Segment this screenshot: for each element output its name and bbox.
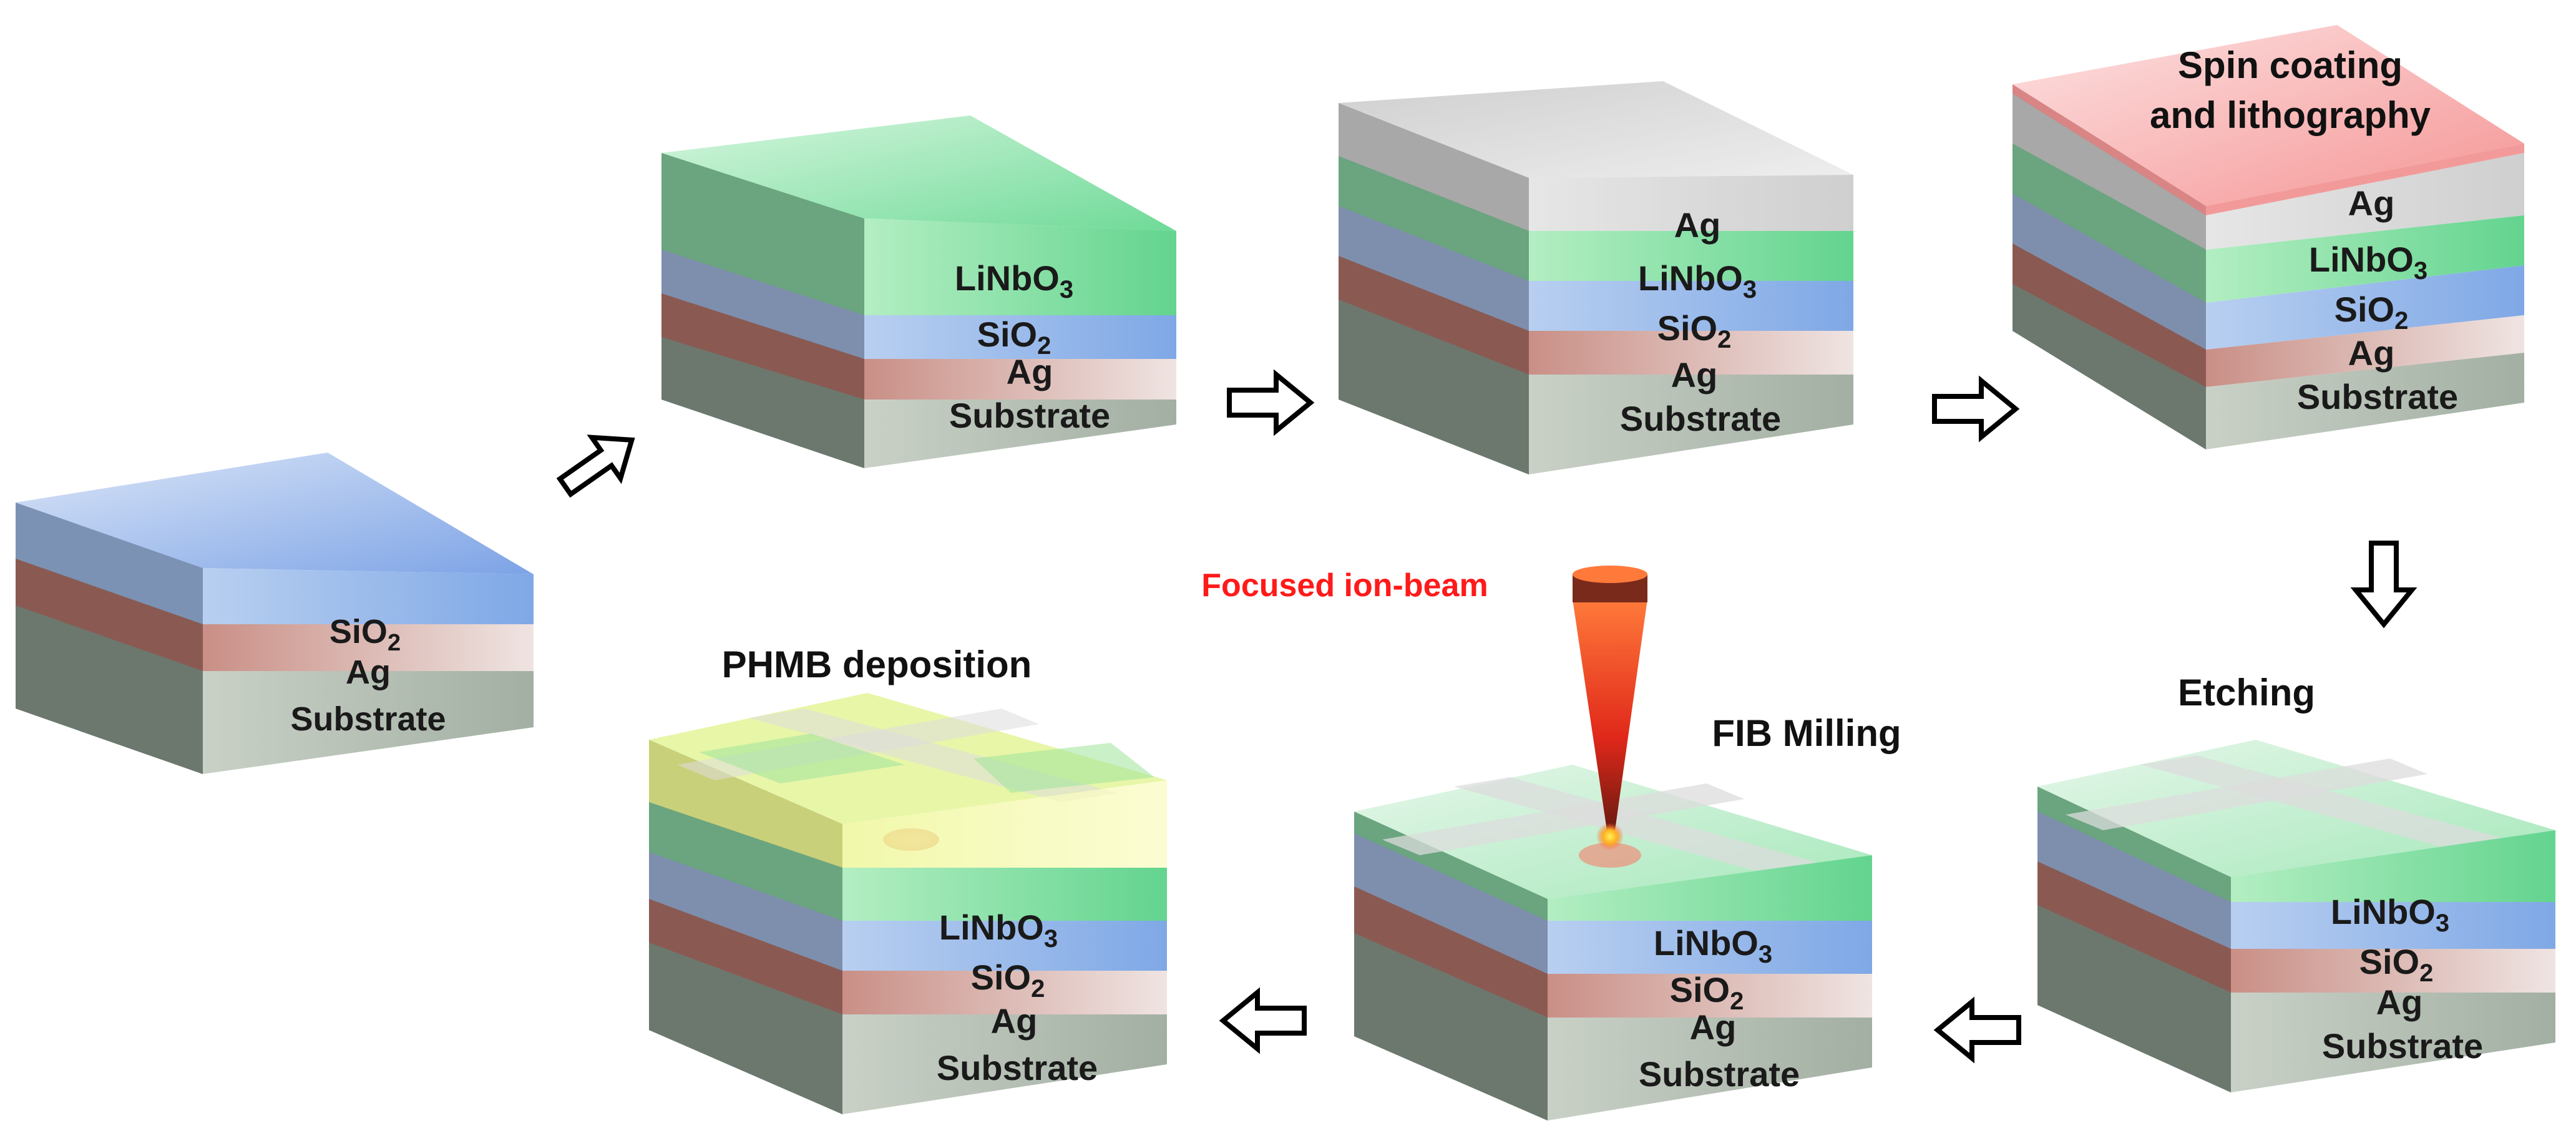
label-linbo3: LiNbO3 [2309,240,2427,285]
arrow-step2-to-step3 [1227,369,1315,436]
step-phmb-deposition: PHMB deposition [722,644,1032,685]
block-linbo3-stack: LiNbO3 SiO2 Ag Substrate [661,115,1176,468]
label-linbo3: LiNbO3 [955,258,1073,303]
label-sio2: SiO2 [1670,970,1744,1015]
label-sio2: SiO2 [1657,308,1732,353]
label-ag-top: Ag [2348,184,2395,223]
label-ag: Ag [1671,355,1718,395]
label-linbo3: LiNbO3 [1654,923,1772,968]
label-substrate: Substrate [1639,1054,1800,1094]
step-spin-coating-line1: Spin coating [2178,44,2403,86]
label-substrate: Substrate [1620,399,1781,438]
arrow-etching-to-fib [1933,996,2021,1064]
label-ag: Ag [346,654,391,691]
label-substrate: Substrate [2297,377,2458,416]
label-ag: Ag [2376,983,2423,1022]
block-resist-stack: Spin coating and lithography Ag LiNbO3 S… [2012,25,2524,449]
label-substrate: Substrate [937,1048,1098,1087]
label-ag: Ag [2348,333,2395,373]
label-sio2: SiO2 [329,613,401,656]
ion-beam-cone [1573,599,1647,830]
arrow-fib-to-phmb [1219,987,1307,1054]
step-spin-coating-line2: and lithography [2150,94,2431,136]
label-substrate: Substrate [949,396,1110,435]
label-substrate: Substrate [290,700,446,738]
label-sio2: SiO2 [2359,942,2434,987]
label-linbo3: LiNbO3 [2331,892,2449,937]
block-phmb-stack: PHMB deposition LiNbO3 SiO2 Ag Substrate [649,644,1167,1114]
label-substrate: Substrate [2322,1026,2483,1066]
label-linbo3: LiNbO3 [939,908,1058,953]
ion-source-top [1573,566,1647,583]
step-fib-milling: FIB Milling [1712,712,1901,754]
label-focused-ion-beam: Focused ion-beam [1201,567,1488,604]
milling-spot-glow [1579,843,1641,868]
label-sio2: SiO2 [2334,290,2409,335]
label-linbo3: LiNbO3 [1638,258,1757,303]
label-sio2: SiO2 [971,958,1045,1003]
arrow-step4-to-etching [2350,541,2417,629]
label-ag-top: Ag [1674,205,1721,245]
arrow-step1-to-step2 [556,434,635,498]
label-sio2: SiO2 [977,315,1051,360]
beam-focal-spot [1596,823,1624,850]
label-ag: Ag [991,1001,1038,1041]
focused-ion-beam: Focused ion-beam [1201,566,1647,868]
label-ag: Ag [1690,1008,1737,1047]
block-etched-stack: Etching LiNbO3 SiO2 Ag Substrate [2037,672,2555,1092]
arrow-step3-to-step4 [1932,375,2020,443]
block-sio2-ag-substrate: SiO2 Ag Substrate [16,453,534,774]
block-ag-top-stack: Ag LiNbO3 SiO2 Ag Substrate [1339,81,1853,474]
block-fib-milling-stack: FIB Milling LiNbO3 SiO2 Ag Substrate [1354,712,1901,1121]
label-ag: Ag [1007,352,1053,391]
step-etching: Etching [2178,672,2315,714]
